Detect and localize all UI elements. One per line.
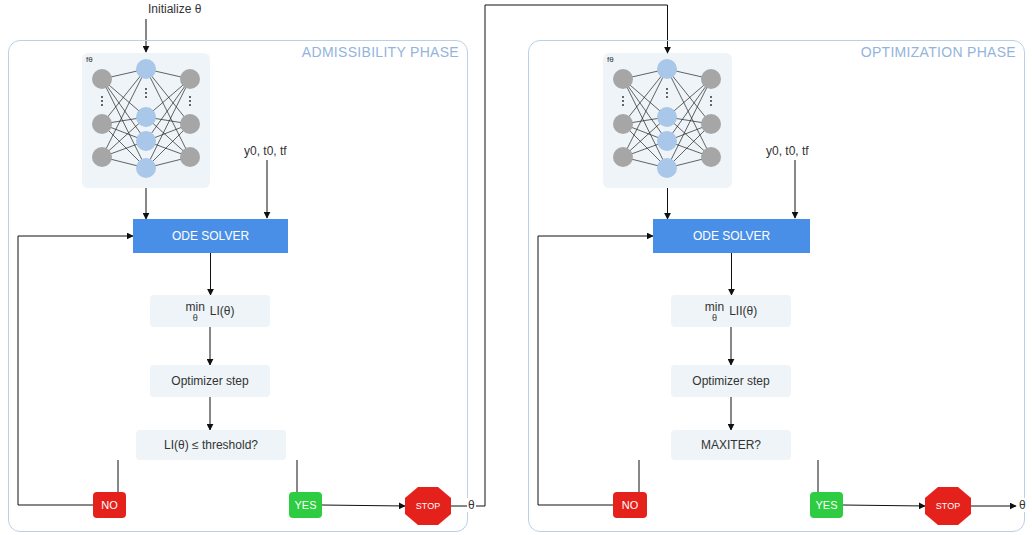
process-box: minθ LII(θ) [671,295,791,327]
input-arrow [146,19,147,52]
solver-box: ODE SOLVER [133,219,288,253]
node-text: ODE SOLVER [693,229,770,243]
connector [18,236,133,505]
node-text: LI(θ) ≤ threshold? [164,438,258,452]
node-text: STOP [936,501,960,511]
connector [538,236,653,505]
connector [118,460,119,492]
node-text: min [705,300,724,314]
network-panel [603,53,732,188]
no-box: NO [93,492,126,518]
connector [451,5,668,506]
neural-network [613,59,721,178]
connector [731,397,732,430]
node-text: YES [815,499,837,511]
node-text: YES [294,499,316,511]
node-text: ADMISSIBILITY PHASE [302,44,459,60]
input-arrow [267,160,268,218]
process-box: Optimizer step [671,365,791,397]
node-text: min [185,300,204,314]
node-text: fθ [86,55,93,64]
network-panel [82,53,210,188]
connector [297,460,298,492]
stop-octagon: STOP [405,487,451,525]
solver-box: ODE SOLVER [653,219,810,253]
process-box: Optimizer step [150,365,270,397]
process-box: minθ LI(θ) [150,295,270,327]
neural-network [92,59,200,178]
phase-panel: OPTIMIZATION PHASEfθODE SOLVERminθLII(θ)… [528,40,1025,532]
node-text: STOP [416,501,440,511]
process-box: MAXITER? [671,430,791,460]
input-label: y0, t0, tf [243,144,288,158]
connector [639,460,640,492]
node-text: NO [622,499,639,511]
network-box: fθ [82,53,210,188]
connector [210,253,211,295]
node-text: OPTIMIZATION PHASE [861,44,1016,60]
yes-box: YES [810,492,843,518]
input-label: y0, t0, tf [765,144,810,158]
node-text: Optimizer step [692,374,769,388]
node-text: MAXITER? [701,438,761,452]
node-text: Optimizer step [171,374,248,388]
connector [731,327,732,365]
output-arrow [971,506,1016,507]
connector [843,505,925,506]
node-text: LI(θ) [210,304,235,318]
node-text: fθ [607,55,614,64]
min-operator: minθ [705,300,724,323]
connector [146,188,147,219]
stop-octagon: STOP [925,487,971,525]
connector [731,253,732,295]
yes-box: YES [289,492,322,518]
node-text: NO [101,499,118,511]
phase-panel: ADMISSIBILITY PHASEfθODE SOLVERminθLI(θ)… [8,40,468,532]
min-operator: minθ [185,300,204,323]
connector [322,505,405,506]
connector [818,460,819,492]
process-box: LI(θ) ≤ threshold? [136,430,286,460]
connector [210,327,211,365]
connector [210,397,211,430]
node-text: θ [193,314,198,323]
no-box: NO [613,492,647,518]
output-label: θ [467,498,476,512]
node-text: LII(θ) [729,304,757,318]
input-label: Initialize θ [147,2,202,16]
node-text: ODE SOLVER [172,229,249,243]
output-label: θ [1018,498,1027,512]
network-box: fθ [603,53,732,188]
connector [667,188,668,219]
input-arrow [795,160,796,218]
node-text: θ [712,314,717,323]
